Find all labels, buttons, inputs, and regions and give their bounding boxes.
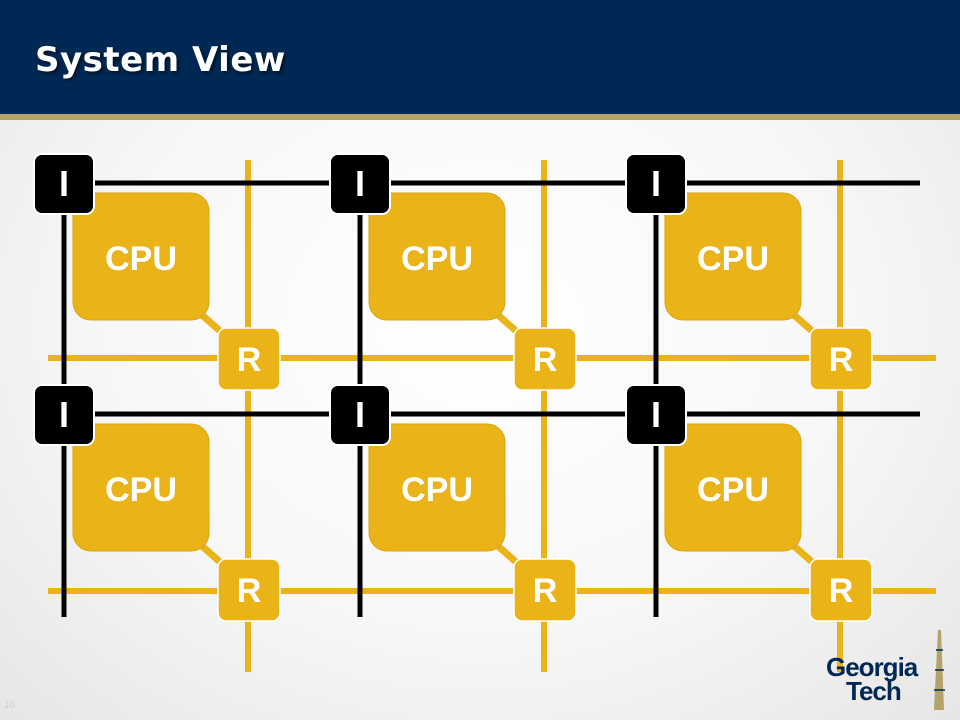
- interface-label: I: [651, 394, 661, 435]
- router-block: [217, 327, 281, 391]
- interface-label: I: [355, 163, 365, 204]
- cpu-block: [664, 192, 802, 321]
- nodes-layer: CPU R I CPU R I CPU R I CPU R I CPU R I CPU R I: [33, 153, 873, 622]
- cpu-block: [664, 423, 802, 552]
- cpu-label: CPU: [105, 471, 177, 509]
- interface-block: [33, 384, 95, 446]
- router-label: R: [533, 341, 558, 379]
- slide-header: [0, 0, 960, 114]
- router-label: R: [829, 341, 854, 379]
- header-divider: [0, 114, 960, 120]
- router-block: [809, 327, 873, 391]
- node-5: CPU R I: [329, 384, 577, 622]
- interface-block: [329, 153, 391, 215]
- node-2: CPU R I: [329, 153, 577, 391]
- interface-block: [33, 153, 95, 215]
- node-3: CPU R I: [625, 153, 873, 391]
- logo-line-1: Georgia: [826, 652, 918, 682]
- cpu-block: [368, 423, 506, 552]
- cpu-label: CPU: [105, 240, 177, 278]
- interface-block: [329, 384, 391, 446]
- router-label: R: [533, 572, 558, 610]
- page-number: 10: [4, 700, 16, 711]
- cpu-block: [368, 192, 506, 321]
- slide-title: System View: [35, 40, 286, 80]
- interface-label: I: [59, 163, 69, 204]
- cpu-block: [72, 423, 210, 552]
- interface-block: [625, 384, 687, 446]
- router-block: [809, 558, 873, 622]
- interface-label: I: [651, 163, 661, 204]
- cpu-label: CPU: [697, 240, 769, 278]
- router-block: [513, 327, 577, 391]
- logo-line-2: Tech: [846, 676, 902, 706]
- interface-label: I: [355, 394, 365, 435]
- router-block: [513, 558, 577, 622]
- router-label: R: [237, 341, 262, 379]
- router-block: [217, 558, 281, 622]
- node-4: CPU R I: [33, 384, 281, 622]
- tech-tower-icon: [934, 630, 945, 710]
- node-1: CPU R I: [33, 153, 281, 391]
- cpu-block: [72, 192, 210, 321]
- cpu-label: CPU: [697, 471, 769, 509]
- router-label: R: [829, 572, 854, 610]
- georgia-tech-logo: Georgia Tech: [822, 630, 952, 712]
- interface-label: I: [59, 394, 69, 435]
- cpu-label: CPU: [401, 240, 473, 278]
- interface-block: [625, 153, 687, 215]
- node-6: CPU R I: [625, 384, 873, 622]
- router-label: R: [237, 572, 262, 610]
- cpu-label: CPU: [401, 471, 473, 509]
